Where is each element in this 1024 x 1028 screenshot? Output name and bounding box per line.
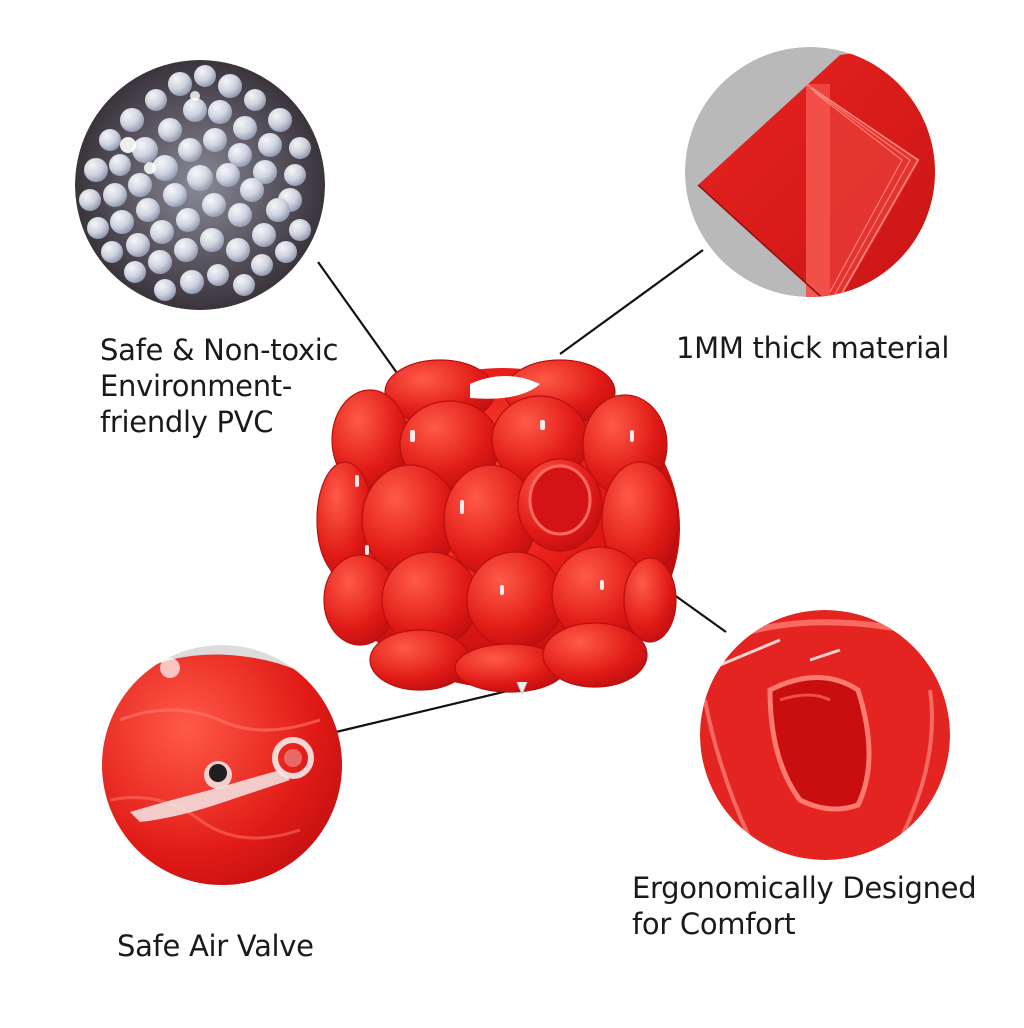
feature-label-comfort: Ergonomically Designed for Comfort <box>632 871 977 941</box>
feature-label-thickness: 1MM thick material <box>676 331 950 365</box>
bumper-ball-image <box>316 359 680 696</box>
pvc-pellets-image <box>75 60 325 310</box>
air-valve-image <box>102 645 342 885</box>
material-sheet-image <box>685 47 935 297</box>
feature-label-pvc: Safe & Non-toxic Environment- friendly P… <box>100 333 339 439</box>
feature-label-air-valve: Safe Air Valve <box>117 929 314 963</box>
armhole-image <box>700 610 950 860</box>
